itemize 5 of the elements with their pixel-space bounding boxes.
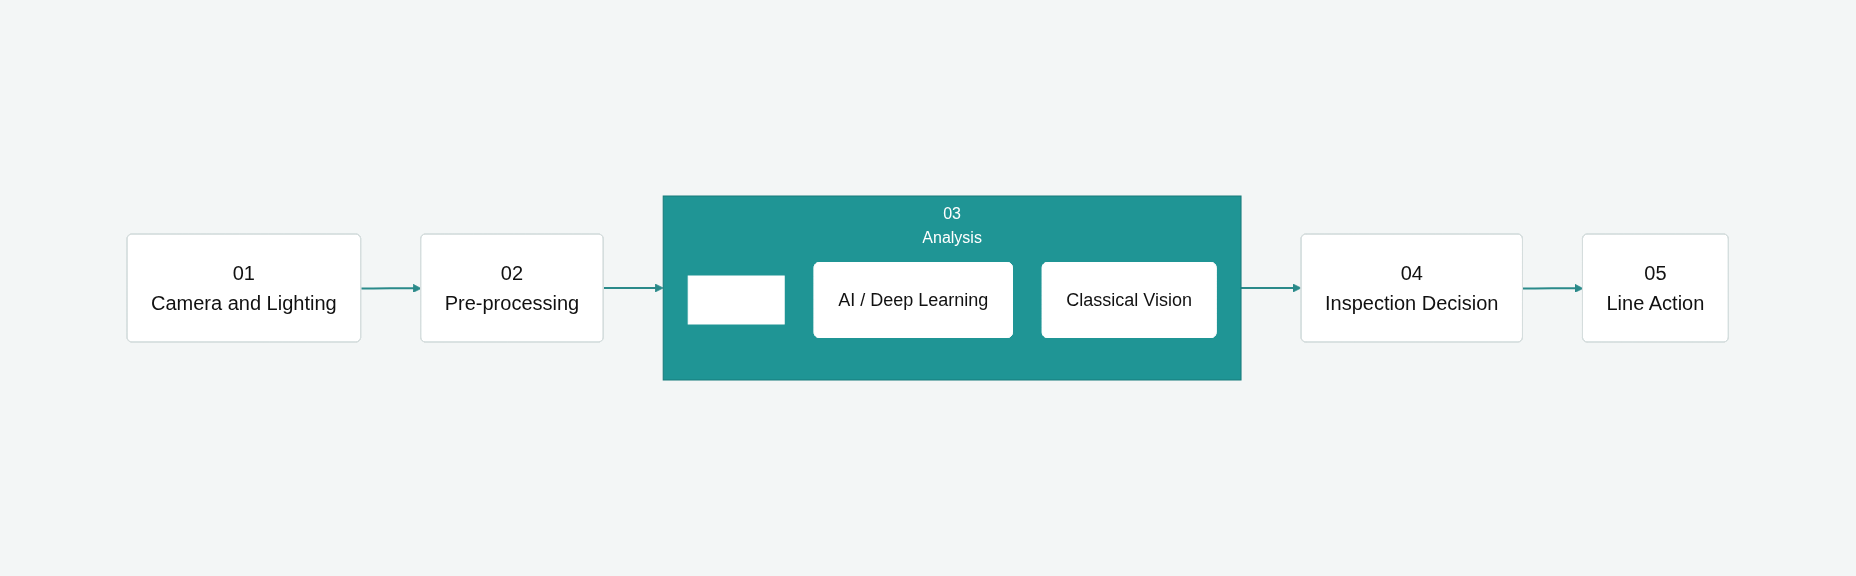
arrow [360, 283, 422, 293]
arrow [1240, 283, 1302, 293]
arrow [602, 283, 664, 293]
arrow [1522, 283, 1584, 293]
node-box [688, 275, 786, 325]
